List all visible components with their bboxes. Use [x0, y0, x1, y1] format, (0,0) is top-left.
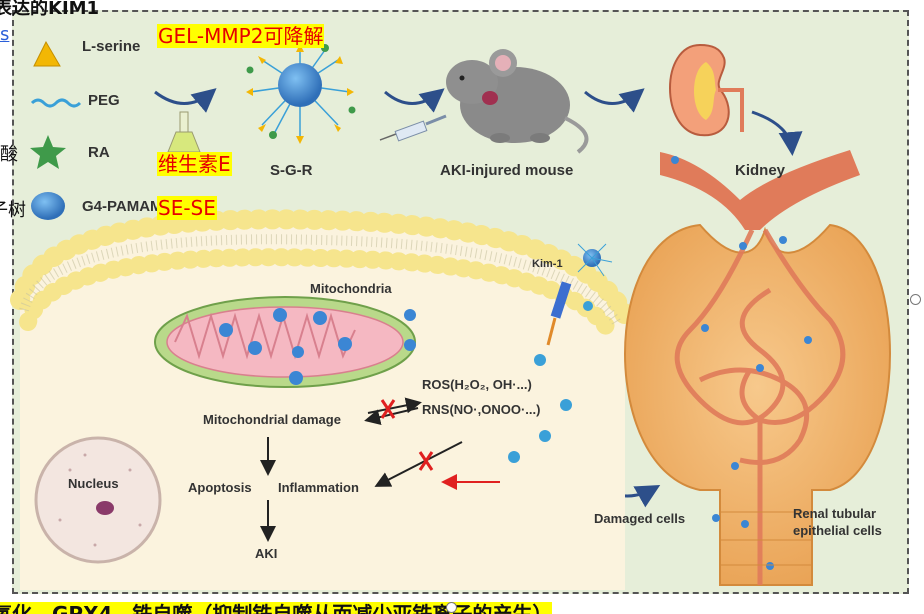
sphere-icon	[31, 192, 65, 220]
process-arrow	[584, 88, 645, 113]
inhibition-x-icon	[380, 399, 434, 471]
sgr-nanoparticle	[246, 44, 356, 144]
triangle-icon	[33, 40, 61, 67]
mouse-illustration	[446, 49, 589, 154]
aki-label: AKI	[255, 546, 278, 561]
syringe-icon	[379, 114, 447, 142]
rns-label: RNS(NO·,ONOO·...)	[422, 402, 541, 417]
mouse-label: AKI-injured mouse	[440, 162, 574, 179]
star-icon	[30, 135, 66, 169]
legend-label-peg: PEG	[88, 92, 120, 109]
mitochondria-illustration	[154, 296, 416, 388]
legend-label-ra: RA	[88, 144, 110, 161]
legend-label-pamam: G4-PAMAM	[82, 198, 160, 215]
nucleus-label: Nucleus	[68, 476, 119, 491]
flask-icon	[167, 111, 201, 153]
doc-fragment-bottom-text: 氧化，GPX4，铁自噬（抑制铁自噬从而减少亚铁离子的产生）	[0, 602, 553, 614]
annotation-vitamin-e: 维生素E	[157, 152, 232, 176]
process-arrow	[154, 88, 217, 113]
apoptosis-label: Apoptosis	[188, 480, 252, 495]
inflammation-label: Inflammation	[278, 480, 359, 495]
cell-membrane	[10, 209, 635, 590]
sgr-label: S-G-R	[270, 162, 313, 179]
nephron-illustration	[624, 150, 891, 586]
process-arrow	[384, 88, 445, 113]
process-arrow	[751, 110, 803, 156]
kidney-label: Kidney	[735, 162, 786, 179]
resize-handle-bottom[interactable]	[446, 602, 457, 613]
mitochondria-label: Mitochondria	[310, 281, 392, 296]
free-nanoparticles	[508, 301, 593, 463]
ros-label: ROS(H₂O₂, OH·...)	[422, 377, 532, 392]
kim1-receptor	[546, 243, 613, 346]
renal-label-line2: epithelial cells	[793, 523, 882, 538]
doc-fragment-left-1: 酸	[0, 144, 18, 165]
doc-fragment-link[interactable]: s	[0, 24, 10, 45]
kim1-label: Kim-1	[532, 258, 563, 270]
wave-icon	[30, 98, 82, 108]
nucleus-illustration	[34, 436, 162, 564]
mitochondrial-damage-label: Mitochondrial damage	[203, 412, 341, 427]
doc-fragment-bottom: 氧化，GPX4，铁自噬（抑制铁自噬从而减少亚铁离子的产生）	[0, 598, 553, 614]
damaged-cells-label: Damaged cells	[594, 511, 686, 526]
resize-handle-right[interactable]	[910, 294, 921, 305]
legend-label-lserine: L-serine	[82, 38, 141, 55]
annotation-se-se: SE-SE	[157, 196, 217, 220]
doc-fragment-left-2: 子树	[0, 200, 26, 221]
annotation-gel-mmp2: GEL-MMP2可降解	[157, 24, 325, 48]
kidney-illustration	[669, 43, 744, 137]
doc-fragment-top: 表达的KIM1	[0, 0, 100, 19]
renal-label-line1: Renal tubular	[793, 506, 877, 521]
